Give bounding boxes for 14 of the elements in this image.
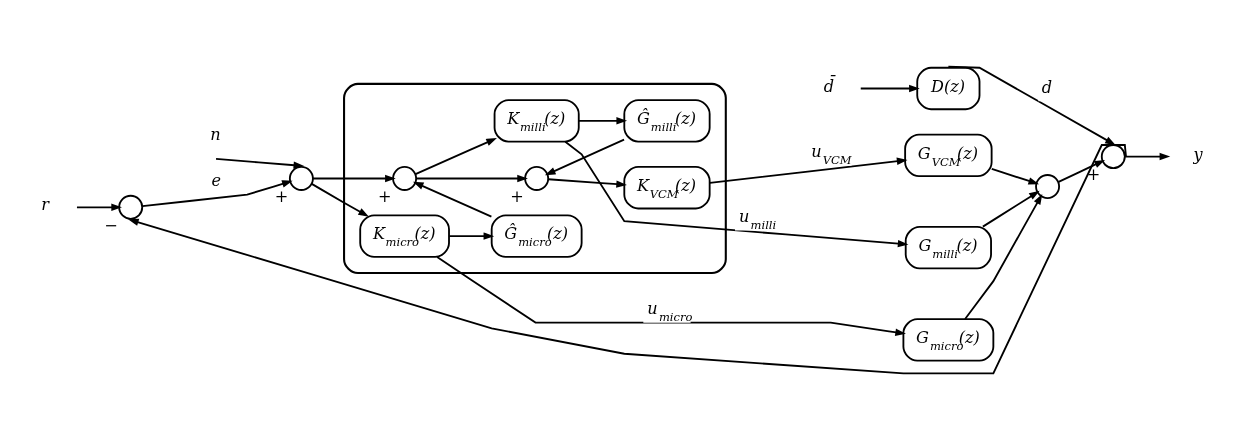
node-label: + xyxy=(274,186,289,206)
node-label: + xyxy=(378,186,392,206)
node-label: + xyxy=(510,186,524,206)
edge-label: d xyxy=(1041,77,1053,97)
node-text: r xyxy=(41,195,50,215)
edge-label: e xyxy=(211,171,221,191)
edge-label: u$_{milli}$ xyxy=(739,206,777,232)
node-label: − xyxy=(104,215,118,235)
edge-label: u$_{VCM}$ xyxy=(811,142,852,168)
node-text: n xyxy=(210,125,221,145)
node-text: y xyxy=(1193,144,1203,164)
edge-label: u$_{micro}$ xyxy=(647,299,693,325)
node-text: d̄ xyxy=(823,76,835,96)
node-label: + xyxy=(1086,164,1101,184)
